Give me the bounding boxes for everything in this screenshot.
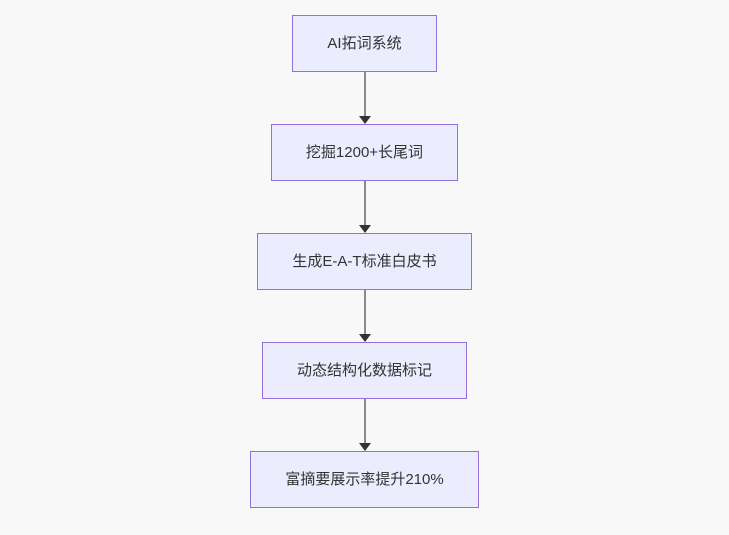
flow-node-n2: 挖掘1200+长尾词: [270, 124, 459, 181]
flow-arrow-2: [358, 181, 371, 233]
flow-node-n5: 富摘要展示率提升210%: [250, 451, 479, 508]
flow-arrow-3: [358, 290, 371, 342]
arrowhead-down-icon: [358, 334, 371, 342]
arrow-line: [363, 290, 366, 334]
arrow-line: [363, 399, 366, 443]
arrow-line: [363, 181, 366, 225]
arrow-line: [363, 72, 366, 116]
flow-node-n4: 动态结构化数据标记: [261, 342, 467, 399]
flow-arrow-1: [358, 72, 371, 124]
flow-node-n3: 生成E-A-T标准白皮书: [257, 233, 472, 290]
flow-arrow-4: [358, 399, 371, 451]
arrowhead-down-icon: [358, 116, 371, 124]
flow-node-n1: AI拓词系统: [292, 15, 437, 72]
arrowhead-down-icon: [358, 225, 371, 233]
arrowhead-down-icon: [358, 443, 371, 451]
